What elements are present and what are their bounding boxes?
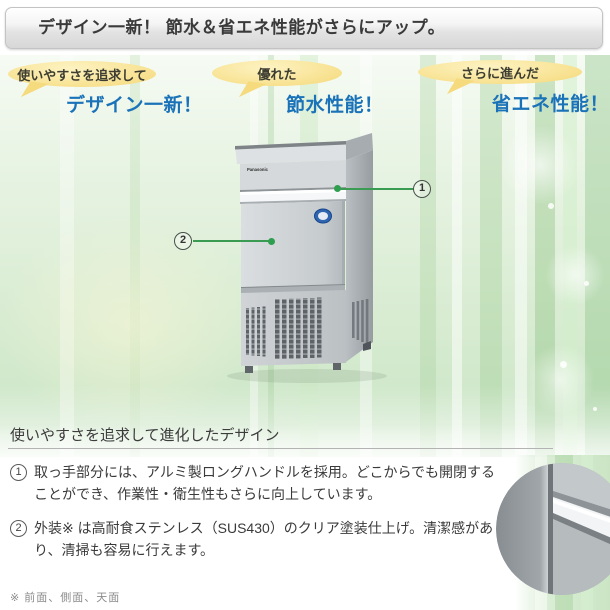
feature-item-exterior: 2 外装※ は高耐食ステンレス（SUS430）のクリア塗装仕上げ。清潔感があり、…: [8, 518, 498, 561]
section-heading: 使いやすさを追求して進化したデザイン: [10, 427, 280, 444]
feature-text: 取っ手部分には、アルミ製ロングハンドルを採用。どこからでも開閉することができ、作…: [34, 464, 496, 502]
speech-bubble-energy: さらに進んだ: [418, 60, 582, 84]
feature-number: 1: [10, 464, 27, 481]
feature-item-handle: 1 取っ手部分には、アルミ製ロングハンドルを採用。どこからでも開閉することができ…: [8, 462, 498, 505]
bubble-headline: デザイン一新！: [66, 95, 203, 116]
top-banner: デザイン一新！ 節水＆省エネ性能がさらにアップ。: [5, 7, 603, 49]
bubble-label: 使いやすさを追求して: [17, 67, 147, 83]
bubble-label: 優れた: [257, 66, 297, 82]
feature-text: 外装※ は高耐食ステンレス（SUS430）のクリア塗装仕上げ。清潔感があり、清掃…: [34, 520, 494, 559]
bubble-headline: 省エネ性能！: [492, 94, 610, 115]
callout-line-1: [340, 188, 413, 190]
feature-list: 1 取っ手部分には、アルミ製ロングハンドルを採用。どこからでも開閉することができ…: [8, 462, 498, 575]
callout-number-1: 1: [413, 180, 431, 198]
speech-bubble-water: 優れた: [212, 60, 342, 86]
bubble-headline: 節水性能！: [286, 95, 384, 116]
brand-logo: Panasonic: [247, 167, 269, 172]
handle-detail-photo: [496, 463, 610, 595]
callout-dot-1: [334, 185, 341, 192]
callout-number-2: 2: [174, 232, 192, 250]
section-divider: [8, 448, 553, 449]
callout-dot-2: [268, 238, 275, 245]
callout-line-2: [193, 240, 271, 242]
banner-text: デザイン一新！ 節水＆省エネ性能がさらにアップ。: [38, 18, 446, 37]
feature-number: 2: [10, 520, 27, 538]
bubble-label: さらに進んだ: [460, 65, 539, 81]
ice-maker-product-image: Panasonic: [227, 133, 387, 383]
footnote: ※ 前面、側面、天面: [10, 592, 121, 604]
